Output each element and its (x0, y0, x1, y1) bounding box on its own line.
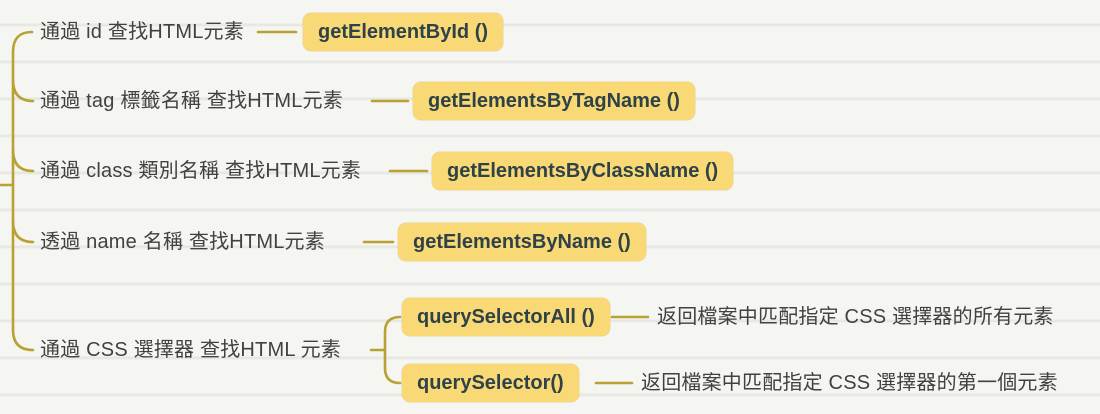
method-node-getelementsbytagname[interactable]: getElementsByTagName () (413, 82, 695, 120)
branch-curve-3 (11, 148, 35, 173)
trunk-line (11, 30, 35, 352)
branch-label-by-css-selector[interactable]: 通過 CSS 選擇器 查找HTML 元素 (40, 339, 342, 361)
method-node-getelementbyid[interactable]: getElementById () (303, 13, 504, 51)
branch-curve-2 (11, 78, 35, 103)
method-node-getelementsbyclassname[interactable]: getElementsByClassName () (432, 152, 734, 190)
branch-label-by-id[interactable]: 通過 id 查找HTML元素 (40, 21, 244, 43)
method-node-queryselectorall[interactable]: querySelectorAll () (402, 298, 610, 336)
branch-label-by-class[interactable]: 通過 class 類別名稱 查找HTML元素 (40, 160, 362, 182)
fork-bracket (383, 315, 402, 385)
branch-label-by-name[interactable]: 透過 name 名稱 查找HTML元素 (40, 231, 325, 253)
description-queryselectorall[interactable]: 返回檔案中匹配指定 CSS 選擇器的所有元素 (657, 306, 1054, 328)
method-node-queryselector[interactable]: querySelector() (402, 364, 579, 402)
branch-label-by-tag[interactable]: 通過 tag 標籤名稱 查找HTML元素 (40, 90, 343, 112)
branch-curve-4 (11, 219, 35, 244)
description-queryselector[interactable]: 返回檔案中匹配指定 CSS 選擇器的第一個元素 (641, 372, 1058, 394)
method-node-getelementsbyname[interactable]: getElementsByName () (398, 223, 646, 261)
